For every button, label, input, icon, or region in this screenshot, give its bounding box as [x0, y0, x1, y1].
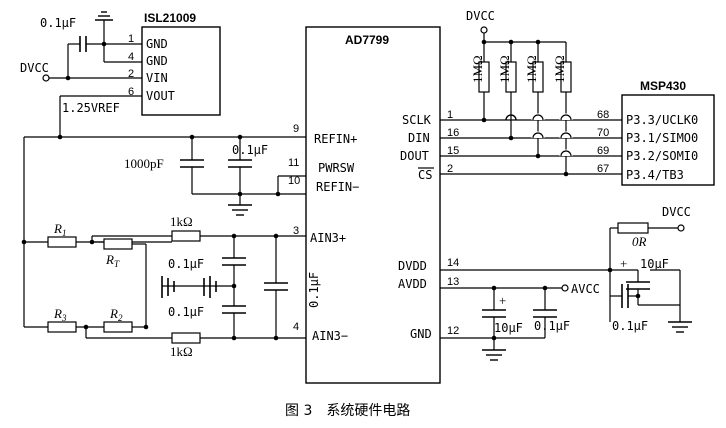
ad-sclk: SCLK — [402, 113, 432, 127]
msp-pin68: 68 — [597, 109, 609, 121]
isl-pin6-number: 6 — [128, 86, 134, 98]
cap-ain-label: 0.1μF — [307, 272, 321, 308]
avcc-label: AVCC — [571, 282, 600, 296]
ad-pin11: 11 — [288, 157, 299, 169]
cap-10u-avdd-label: 10μF — [494, 321, 523, 335]
isl21009-label: ISL21009 — [144, 11, 196, 25]
ad-pin16: 16 — [447, 127, 459, 139]
dvcc-left-label: DVCC — [20, 61, 49, 75]
ad-pin12: 12 — [447, 325, 459, 337]
isl-pin2-name: VIN — [146, 71, 168, 85]
msp-p34: P3.4/TB3 — [626, 168, 684, 182]
cap-mid-top-label: 0.1μF — [168, 257, 204, 271]
cap-isl-label: 0.1μF — [40, 16, 76, 30]
r0-label: 0R — [632, 234, 647, 249]
isl21009-chip — [141, 26, 221, 116]
ad-pin2: 2 — [447, 163, 453, 175]
msp-pin69: 69 — [597, 145, 609, 157]
ad-pin1: 1 — [447, 109, 453, 121]
plus-dvdd: + — [620, 256, 627, 271]
r-1k-bot-label: 1kΩ — [170, 344, 193, 359]
rt-label: RT — [105, 252, 120, 269]
r-1k-top-label: 1kΩ — [170, 214, 193, 229]
ground-symbol-dvdd — [668, 321, 692, 333]
ad-ain3-minus: AIN3− — [312, 329, 348, 343]
cap-mid-bot-label: 0.1μF — [168, 305, 204, 319]
ad-din: DIN — [408, 131, 430, 145]
pullup-4-label: 1MΩ — [552, 55, 567, 83]
dvcc-left-terminal — [42, 74, 50, 82]
ad-pin4: 4 — [293, 321, 299, 333]
pullup-3-label: 1MΩ — [524, 55, 539, 83]
cap-01-avdd-label: 0.1μF — [534, 319, 570, 333]
ad-dout: DOUT — [400, 149, 429, 163]
avcc-terminal — [561, 284, 569, 292]
msp-p32: P3.2/SOMI0 — [626, 149, 698, 163]
msp-p33: P3.3/UCLK0 — [626, 113, 698, 127]
ad-gnd: GND — [410, 327, 432, 341]
ad-ain3-plus: AIN3+ — [310, 231, 346, 245]
r1-label: R1 — [53, 221, 66, 238]
isl-pin4-number: 4 — [128, 51, 134, 63]
ad7799-chip — [305, 26, 441, 384]
isl-pin2-number: 2 — [128, 68, 134, 80]
ad-cs: CS — [418, 168, 432, 182]
ground-symbol-ref — [228, 204, 252, 216]
ad-dvdd: DVDD — [398, 259, 427, 273]
dvcc-top-terminal — [480, 26, 488, 34]
ad-pin10: 10 — [288, 175, 300, 187]
ground-symbol-avdd — [482, 349, 506, 361]
r3-label: R3 — [53, 306, 67, 323]
msp430-chip — [621, 94, 715, 186]
cap-10u-dvdd-label: 10μF — [640, 257, 669, 271]
isl-pin1-number: 1 — [128, 33, 134, 45]
ad-pin3: 3 — [293, 225, 299, 237]
cap-ref-label: 0.1μF — [232, 143, 268, 157]
ad-avdd: AVDD — [398, 277, 427, 291]
dvcc-right-label: DVCC — [662, 205, 691, 219]
ad-pin15: 15 — [447, 145, 459, 157]
ad-pwrsw: PWRSW — [318, 161, 355, 175]
ad7799-label: AD7799 — [345, 33, 389, 47]
plus-avdd: + — [499, 293, 506, 308]
ad-pin14: 14 — [447, 257, 459, 269]
pullup-2-label: 1MΩ — [497, 55, 512, 83]
dvcc-top-label: DVCC — [466, 9, 495, 23]
msp-pin70: 70 — [597, 127, 609, 139]
isl-pin4-name: GND — [146, 54, 168, 68]
vref-label: 1.25VREF — [62, 101, 120, 115]
cap-01-dvdd-label: 0.1μF — [612, 319, 648, 333]
ad-refin-minus: REFIN− — [316, 180, 359, 194]
cap-1000pf-label: 1000pF — [124, 156, 164, 171]
figure-caption: 图 3 系统硬件电路 — [285, 403, 410, 419]
ground-symbol-isl — [95, 11, 113, 21]
r2-label: R2 — [109, 306, 123, 323]
ad-pin13: 13 — [447, 276, 459, 288]
msp-p31: P3.1/SIMO0 — [626, 131, 698, 145]
dvcc-right-terminal — [677, 224, 685, 232]
msp-pin67: 67 — [597, 163, 609, 175]
isl-pin1-name: GND — [146, 37, 168, 51]
ad-refin-plus: REFIN+ — [314, 132, 357, 146]
ad-pin9: 9 — [293, 123, 299, 135]
msp430-label: MSP430 — [640, 79, 686, 93]
pullup-1-label: 1MΩ — [470, 55, 485, 83]
isl-pin6-name: VOUT — [146, 89, 175, 103]
